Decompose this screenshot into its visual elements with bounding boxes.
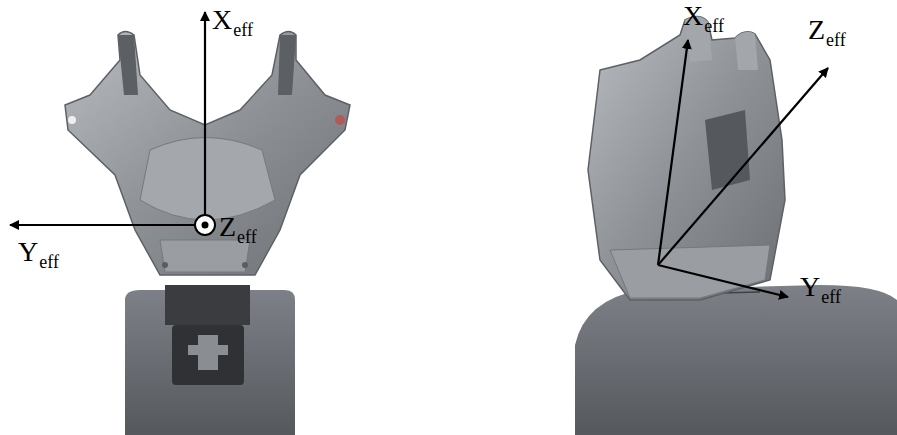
x-axis-label: Xeff [683, 2, 724, 30]
axis-subscript: eff [237, 227, 257, 247]
z-axis-label: Zeff [219, 213, 257, 241]
axis-letter: Z [808, 14, 825, 45]
y-axis-label: Yeff [800, 273, 841, 301]
axis-letter: Y [800, 271, 820, 302]
axis-subscript: eff [704, 16, 724, 36]
x-axis-label: Xeff [212, 6, 253, 34]
axis-subscript: eff [233, 20, 253, 40]
axis-letter: Y [18, 236, 38, 267]
axis-subscript: eff [39, 252, 59, 272]
axis-letter: Z [219, 211, 236, 242]
axis-subscript: eff [826, 30, 846, 50]
z-axis-label: Zeff [808, 16, 846, 44]
axis-subscript: eff [821, 287, 841, 307]
axis-letter: X [212, 4, 232, 35]
axis-letter: X [683, 0, 703, 31]
y-axis-label: Yeff [18, 238, 59, 266]
